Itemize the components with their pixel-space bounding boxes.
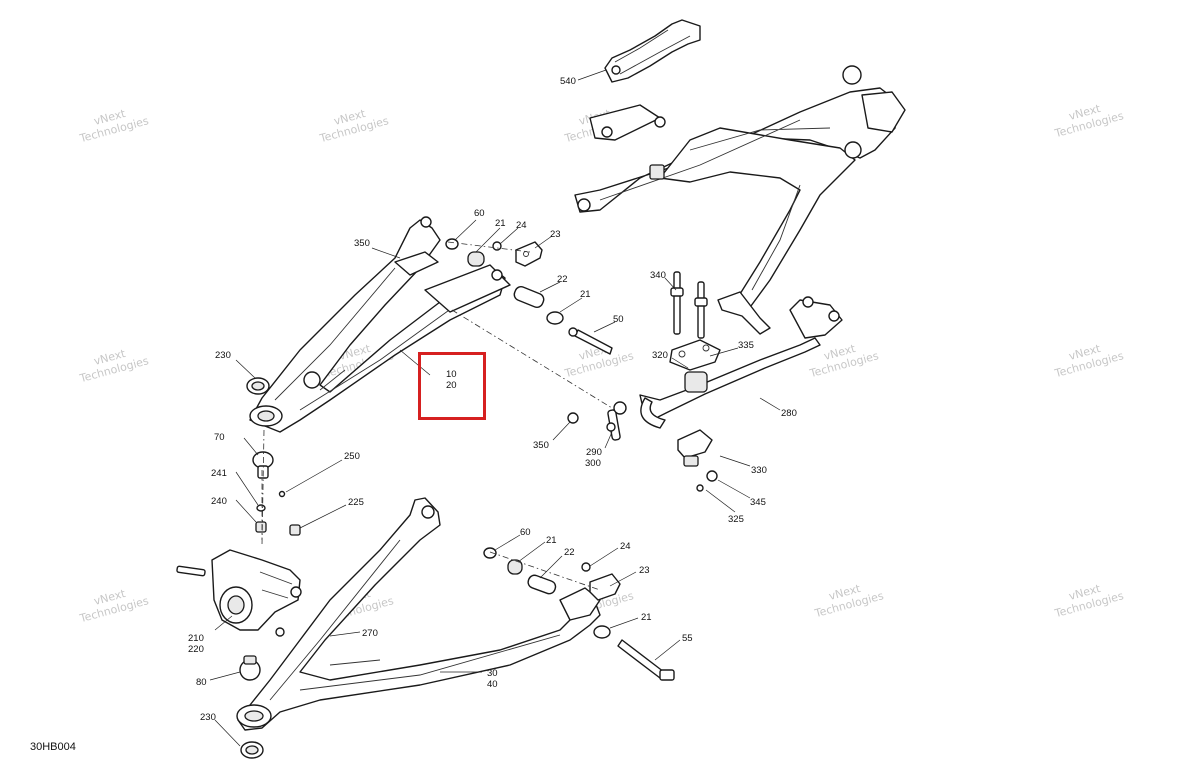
callout-10: 10 xyxy=(446,369,457,380)
assembly-lines xyxy=(261,241,613,591)
washer-230-upper-hole xyxy=(251,381,265,391)
callout-290: 290 xyxy=(586,447,602,458)
callout-340: 340 xyxy=(650,270,666,281)
callout-60: 60 xyxy=(474,208,485,219)
callout-345: 345 xyxy=(750,497,766,508)
callout-21: 21 xyxy=(580,289,591,300)
callout-225: 225 xyxy=(348,497,364,508)
callout-280: 280 xyxy=(781,408,797,419)
callout-540: 540 xyxy=(560,76,576,87)
callout-270: 270 xyxy=(362,628,378,639)
stabilizer-bar-assembly xyxy=(606,271,843,492)
callout-50: 50 xyxy=(613,314,624,325)
callout-21: 21 xyxy=(546,535,557,546)
callout-325: 325 xyxy=(728,514,744,525)
callout-210: 210 xyxy=(188,633,204,644)
callout-60: 60 xyxy=(520,527,531,538)
callout-40: 40 xyxy=(487,679,498,690)
lower-a-arm xyxy=(236,497,601,731)
callout-22: 22 xyxy=(564,547,575,558)
washer-230-lower-hole xyxy=(245,745,259,755)
part-540-bracket xyxy=(604,19,701,83)
callout-350: 350 xyxy=(533,440,549,451)
callout-320: 320 xyxy=(652,350,668,361)
lower-arm-bushings xyxy=(483,547,675,681)
watermark-group: vNext Technologies vNext Technologies vN… xyxy=(77,102,1125,626)
callout-24: 24 xyxy=(516,220,527,231)
callout-23: 23 xyxy=(639,565,650,576)
callout-21: 21 xyxy=(641,612,652,623)
callout-24: 24 xyxy=(620,541,631,552)
callout-30: 30 xyxy=(487,668,498,679)
upper-a-arm xyxy=(249,216,511,433)
callout-labels: 540 60 21 24 23 350 22 21 50 340 335 320… xyxy=(188,76,797,723)
callout-22: 22 xyxy=(557,274,568,285)
callout-70: 70 xyxy=(214,432,225,443)
callout-23: 23 xyxy=(550,229,561,240)
callout-55: 55 xyxy=(682,633,693,644)
callout-300: 300 xyxy=(585,458,601,469)
callout-20: 20 xyxy=(446,380,457,391)
callout-230: 230 xyxy=(200,712,216,723)
knuckle-assembly xyxy=(176,451,302,681)
callout-335: 335 xyxy=(738,340,754,351)
leader-lines xyxy=(209,69,781,747)
callout-240: 240 xyxy=(211,496,227,507)
upper-arm-bushings xyxy=(445,238,613,424)
callout-220: 220 xyxy=(188,644,204,655)
callout-21: 21 xyxy=(495,218,506,229)
trailing-arm-assembly xyxy=(574,65,906,335)
diagram-reference-code: 30HB004 xyxy=(30,741,76,753)
callout-350: 350 xyxy=(354,238,370,249)
callout-241: 241 xyxy=(211,468,227,479)
selection-highlight-box[interactable] xyxy=(418,352,486,420)
callout-80: 80 xyxy=(196,677,207,688)
callout-250: 250 xyxy=(344,451,360,462)
callout-330: 330 xyxy=(751,465,767,476)
callout-230: 230 xyxy=(215,350,231,361)
